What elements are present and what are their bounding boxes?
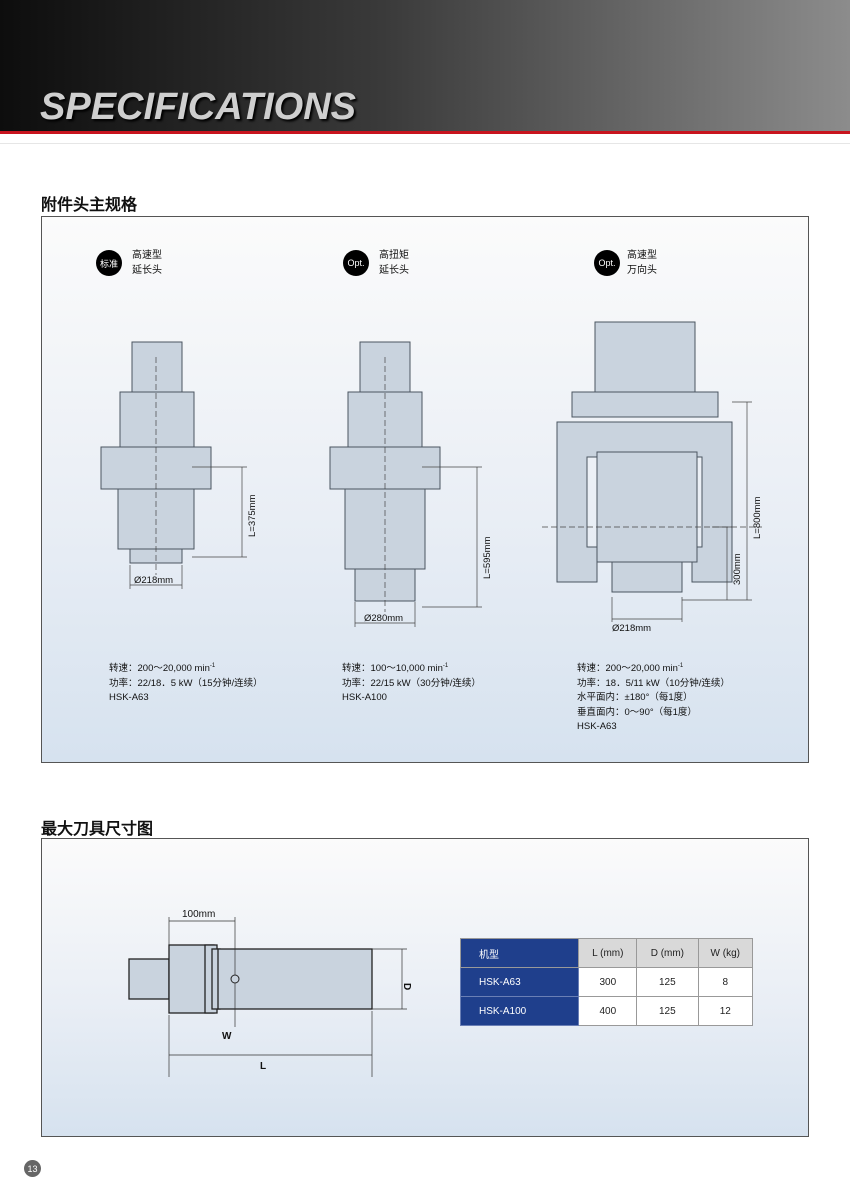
dim-diameter: Ø218mm [134,575,173,586]
attachment-head-drawings: L=375mm Ø218mm L=595mm Ø280mm L=800mm 30… [100,321,763,634]
head-specs: 转速：200～20,000 min-1 功率：22/18．5 kW（15分钟/连… [109,663,263,704]
dim-length: L=595mm [482,536,493,579]
dim-offset: 300mm [732,553,743,585]
dim-flange-length: 100mm [182,909,215,920]
section-title-max-tool: 最大刀具尺寸图 [41,821,154,838]
head-type: 高扭矩延长头 [379,250,409,276]
section-title-attachment-specs: 附件头主规格 [41,197,138,214]
header-accent-line [0,131,850,134]
dim-length: L=800mm [752,496,763,539]
head-type: 高速型万向头 [627,250,657,276]
tool-size-table: 机型 L (mm) D (mm) W (kg) HSK-A63 300 125 … [459,938,754,1026]
tool-dimension-drawing: 100mm D W L [128,909,412,1077]
badge-standard: 标准 [96,250,122,276]
dim-length-label: L [260,1061,266,1072]
badge-optional: Opt. [594,250,620,276]
head-type: 高速型延长头 [132,250,162,276]
dim-diameter-label: D [401,983,412,990]
divider [0,143,850,144]
attachment-specs-panel: 标准 高速型延长头 Opt. 高扭矩延长头 Opt. 高速型万向头 [41,216,809,763]
head-specs: 转速：200～20,000 min-1 功率：18．5/11 kW（10分钟/连… [577,663,730,733]
page-header [0,0,850,131]
badge-optional: Opt. [343,250,369,276]
dim-diameter: Ø218mm [612,623,651,634]
dim-weight-label: W [222,1031,232,1042]
table-row: HSK-A63 300 125 8 [459,967,754,997]
table-header-row: 机型 L (mm) D (mm) W (kg) [459,938,754,968]
page-title: SPECIFICATIONS [40,86,356,128]
head-specs: 转速：100～10,000 min-1 功率：22/15 kW（30分钟/连续）… [342,663,481,704]
max-tool-panel: 100mm D W L [41,838,809,1137]
table-row: HSK-A100 400 125 12 [459,996,754,1026]
dim-length: L=375mm [247,494,258,537]
dim-diameter: Ø280mm [364,613,403,624]
page-number: 13 [24,1160,41,1177]
